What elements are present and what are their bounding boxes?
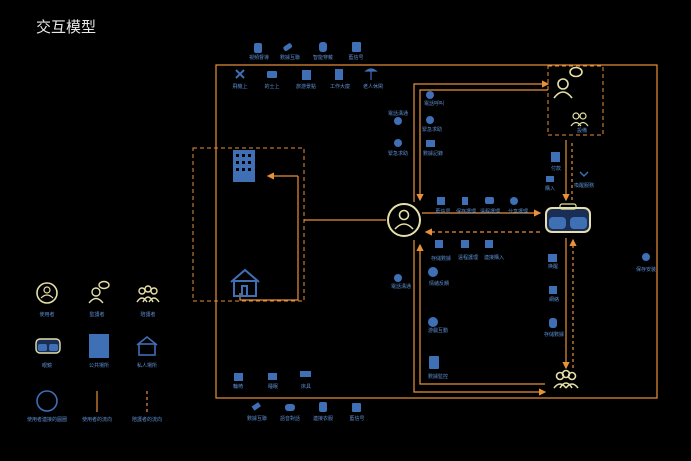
center-label-2: 保存護理: [455, 209, 477, 215]
bottom-outside-label-1: 數據互聯: [246, 416, 268, 422]
legend-circle: [36, 390, 58, 412]
right-col-label-3: 唤醒: [547, 264, 559, 270]
guardian-icon: [553, 66, 583, 99]
bottom-outside-label-4: 藍信号: [349, 416, 365, 422]
places-box: [192, 147, 305, 302]
center-label-4: 分享護理: [507, 209, 529, 215]
center-icons: [394, 91, 650, 369]
right-mid-label-1: 電話呼叫: [423, 101, 445, 107]
legend-glasses-icon: [35, 338, 61, 354]
right-col-label-1: 付款: [550, 166, 562, 172]
top-label-1: 視頻督導: [248, 55, 270, 61]
companions-icon: [553, 369, 579, 389]
below-center-label-3: 連接購入: [483, 255, 505, 261]
top-icon-row2: [235, 68, 378, 80]
below-center-label-2: 遠程護理: [457, 255, 479, 261]
legend-private-label: 私人場所: [136, 363, 158, 369]
legend-user-icon: [36, 282, 58, 304]
legend-circle-label: 使用者連接的圓圈: [26, 417, 68, 423]
right-mid-label-2: 緊急求助: [421, 127, 443, 133]
legend-public-label: 公共場所: [88, 363, 110, 369]
legend-companion-flow-label: 陪護者的流向: [131, 417, 163, 423]
top-label-3: 智能穿戴: [312, 55, 334, 61]
private-house-icon: [230, 268, 260, 297]
legend-guardian-label: 監護者: [89, 312, 105, 318]
place-label-4: 工作大廈: [329, 84, 351, 90]
left-mid-label-1: 電話溝通: [387, 111, 409, 117]
legend-public-icon: [89, 334, 109, 358]
left-mid-label-2: 緊急求助: [387, 151, 409, 157]
bottom-outside-label-3: 連接衣服: [312, 416, 334, 422]
legend-guardian-icon: [88, 280, 110, 304]
legend-private-icon: [136, 335, 158, 356]
top-label-2: 數據互聯: [279, 55, 301, 61]
lower-mid-label-4: 數據監控: [427, 374, 449, 380]
user-main-icon: [387, 203, 421, 237]
top-icon-row1: [254, 42, 361, 53]
legend-user-label: 使用者: [39, 312, 55, 318]
place-label-2: 的士上: [264, 84, 280, 90]
place-label-1: 飛機上: [232, 84, 248, 90]
center-label-1: 藍信号: [435, 209, 451, 215]
legend-glasses-label: 眼鏡: [41, 363, 53, 369]
right-col-label-5: 存儲數據: [543, 332, 565, 338]
lower-mid-label-2: 情緒反饋: [428, 281, 450, 287]
public-building-icon: [233, 150, 255, 182]
bottom-outside-icons: [251, 402, 361, 412]
lower-mid-label-3: 游戲互動: [427, 328, 449, 334]
right-col-label-4: 網絡: [548, 297, 560, 303]
bottom-inside-label-3: 床具: [300, 384, 312, 390]
bottom-inside-label-1: 輪椅: [232, 384, 244, 390]
bottom-inside-label-2: 睡眠: [267, 384, 279, 390]
outer-frame: [215, 64, 658, 399]
bottom-outside-label-2: 語音對話: [279, 416, 301, 422]
center-label-3: 遠程護理: [479, 209, 501, 215]
bottom-inside-icons: [234, 371, 311, 381]
far-right-label: 保存安装: [635, 267, 657, 273]
place-label-5: 老人休閑: [362, 84, 384, 90]
legend-companion-icon: [136, 285, 160, 303]
legend-user-flow-label: 使用者的流向: [81, 417, 113, 423]
lower-mid-label-1: 電話溝通: [390, 284, 412, 290]
guardian-box: [547, 65, 604, 136]
right-col-label-2: 購入: [544, 186, 556, 192]
top-label-4: 藍信号: [348, 55, 364, 61]
vr-glasses-icon: [545, 203, 591, 233]
companions-small-icon: [570, 112, 589, 127]
legend-companion-label: 陪護者: [140, 312, 156, 318]
page-title: 交互模型: [36, 18, 97, 36]
legend: [35, 280, 160, 412]
right-mid-label-3: 數據記錄: [422, 151, 444, 157]
below-center-label-1: 存儲數據: [430, 256, 452, 262]
wake-service-label: 喚醒服務: [573, 183, 595, 189]
device-label: 設備: [576, 128, 588, 134]
place-label-3: 旅游景點: [295, 84, 317, 90]
